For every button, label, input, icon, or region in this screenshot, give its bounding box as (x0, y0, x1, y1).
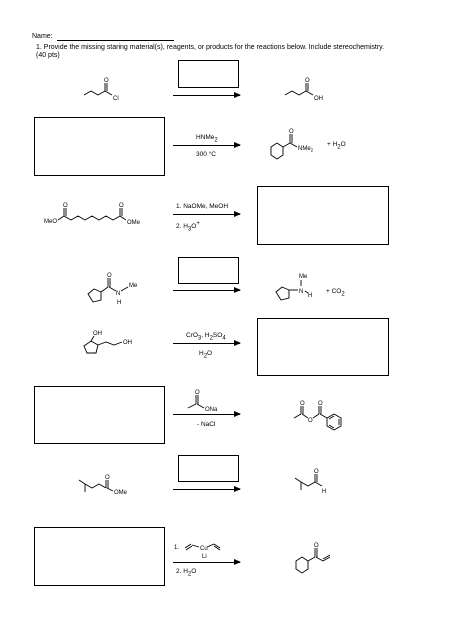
svg-text:O: O (300, 401, 305, 407)
answer-box-starting-8[interactable] (34, 527, 165, 586)
reaction-arrow-5 (173, 340, 241, 346)
svg-text:O: O (318, 401, 323, 407)
svg-text:O: O (289, 129, 294, 135)
instructions: 1. Provide the missing staring material(… (36, 44, 385, 51)
svg-text:OH: OH (93, 331, 102, 337)
cyclohexyl-vinyl-ketone: O (295, 543, 331, 574)
cyclopentane-diol: OH OH (83, 331, 132, 354)
reagent-temperature: 300 °C (196, 151, 216, 158)
water-byproduct: + H2O (327, 141, 346, 151)
svg-text:OMe: OMe (114, 490, 128, 496)
svg-text:H: H (322, 489, 326, 495)
name-label: Name: (32, 33, 53, 40)
chlorine-label: Cl (113, 96, 119, 102)
reaction-arrow-3 (173, 211, 241, 217)
co2-byproduct: + CO2 (326, 288, 345, 298)
svg-text:MeO: MeO (44, 219, 57, 225)
svg-text:O: O (308, 418, 313, 424)
cyclohexyl-dimethylamide: O NMe2 (270, 129, 314, 160)
sodium-acetate: O ONa (187, 390, 218, 413)
svg-text:N: N (116, 291, 120, 297)
nme2-label: NMe2 (298, 146, 314, 153)
svg-text:ONa: ONa (205, 407, 218, 413)
answer-box-reagent-7[interactable] (178, 455, 239, 482)
svg-text:Li: Li (202, 554, 207, 560)
svg-text:O: O (314, 543, 319, 549)
answer-box-product-5[interactable] (257, 318, 389, 376)
svg-text:O: O (314, 469, 319, 475)
dimethyl-diester: MeO O O OMe (44, 203, 141, 226)
divinylcuprate: 1. Cu Li (174, 543, 221, 560)
reaction-arrow-6 (173, 411, 241, 417)
answer-box-starting-6[interactable] (34, 386, 165, 444)
reagent-nacl: - NaCl (197, 421, 216, 428)
reagent-water-8: 2. H2O (176, 568, 197, 578)
svg-text:OMe: OMe (127, 220, 141, 226)
reaction-arrow-4 (173, 287, 241, 293)
answer-box-product-3[interactable] (257, 186, 389, 245)
reagent-water-5: H2O (199, 350, 213, 360)
svg-text:O: O (119, 203, 124, 209)
svg-text:O: O (195, 390, 200, 396)
cyclopentyl-methylcarbamate: O N Me H (87, 273, 138, 306)
svg-text:O: O (105, 475, 110, 481)
svg-text:O: O (107, 273, 112, 279)
reaction-arrow-8 (173, 559, 241, 565)
svg-text:O: O (104, 78, 109, 84)
svg-text:1.: 1. (174, 545, 179, 551)
n-methylcyclopentylamine: N Me H (275, 274, 312, 301)
svg-text:Cu: Cu (200, 546, 208, 552)
hydroxyl-label: OH (314, 96, 323, 102)
svg-text:N: N (299, 289, 303, 295)
answer-box-reagent-4[interactable] (178, 257, 239, 284)
svg-text:O: O (305, 78, 310, 84)
reagent-cro3: CrO3, H2SO4 (186, 332, 226, 342)
reaction-arrow-1 (173, 92, 241, 98)
reaction-arrow-2 (173, 142, 241, 148)
methyl-isovalerate: O OMe (78, 475, 128, 496)
answer-box-reagent-1[interactable] (178, 60, 239, 88)
svg-text:Me: Me (299, 274, 308, 280)
name-field[interactable] (57, 40, 174, 41)
butanoyl-chloride: O Cl (83, 78, 119, 102)
answer-box-starting-2[interactable] (34, 117, 165, 176)
points-label: (40 pts) (36, 52, 60, 59)
svg-text:O: O (63, 203, 68, 209)
svg-text:Me: Me (129, 283, 138, 289)
reagent-hnme2: HNMe2 (196, 134, 218, 144)
isovaleraldehyde: O H (294, 469, 326, 495)
svg-text:H: H (117, 300, 121, 306)
butanoic-acid: O OH (284, 78, 323, 102)
reaction-arrow-7 (173, 486, 241, 492)
reagent-naome: 1. NaOMe, MeOH (176, 203, 229, 210)
reagent-h3o: 2. H3O+ (176, 221, 200, 233)
svg-text:OH: OH (123, 340, 132, 346)
svg-text:H: H (308, 293, 312, 299)
acetic-benzoic-anhydride: O O O (293, 401, 342, 431)
